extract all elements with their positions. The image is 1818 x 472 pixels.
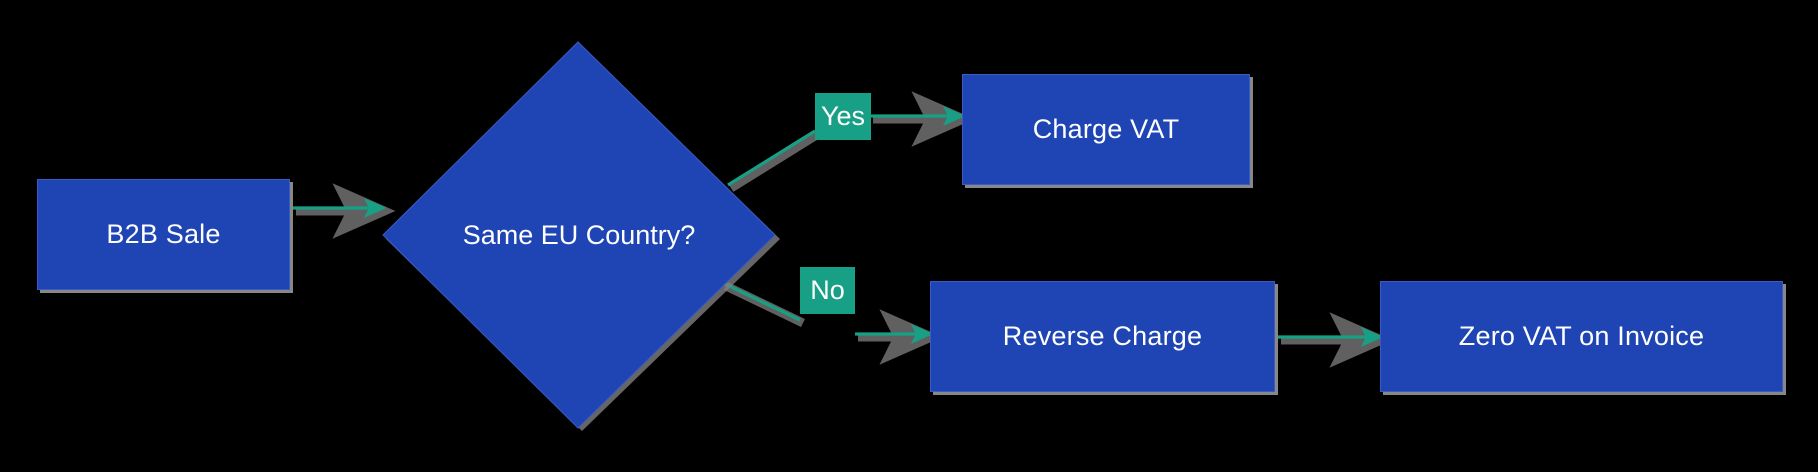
node-zero-vat-on-invoice-label: Zero VAT on Invoice bbox=[1458, 321, 1705, 351]
edge-decision-no-line bbox=[722, 281, 801, 322]
node-zero-vat-on-invoice[interactable]: Zero VAT on Invoice bbox=[1380, 281, 1783, 392]
node-reverse-charge[interactable]: Reverse Charge bbox=[930, 281, 1275, 392]
node-charge-vat[interactable]: Charge VAT bbox=[962, 74, 1250, 185]
edge-lines bbox=[293, 106, 1384, 347]
node-reverse-charge-label: Reverse Charge bbox=[1002, 321, 1203, 351]
node-b2b-sale-label: B2B Sale bbox=[106, 219, 221, 249]
edge-label-yes: Yes bbox=[815, 93, 871, 140]
node-same-eu-country-label: Same EU Country? bbox=[462, 219, 696, 250]
edge-label-yes-text: Yes bbox=[820, 101, 866, 131]
node-b2b-sale[interactable]: B2B Sale bbox=[37, 179, 290, 290]
edge-label-no-text: No bbox=[810, 275, 845, 305]
node-charge-vat-label: Charge VAT bbox=[1032, 114, 1180, 144]
decision-diamond-shape[interactable] bbox=[382, 41, 780, 431]
edge-label-no: No bbox=[800, 267, 855, 314]
edge-decision-yes-line bbox=[727, 129, 816, 187]
node-same-eu-country-label-wrap: Same EU Country? bbox=[383, 211, 775, 259]
